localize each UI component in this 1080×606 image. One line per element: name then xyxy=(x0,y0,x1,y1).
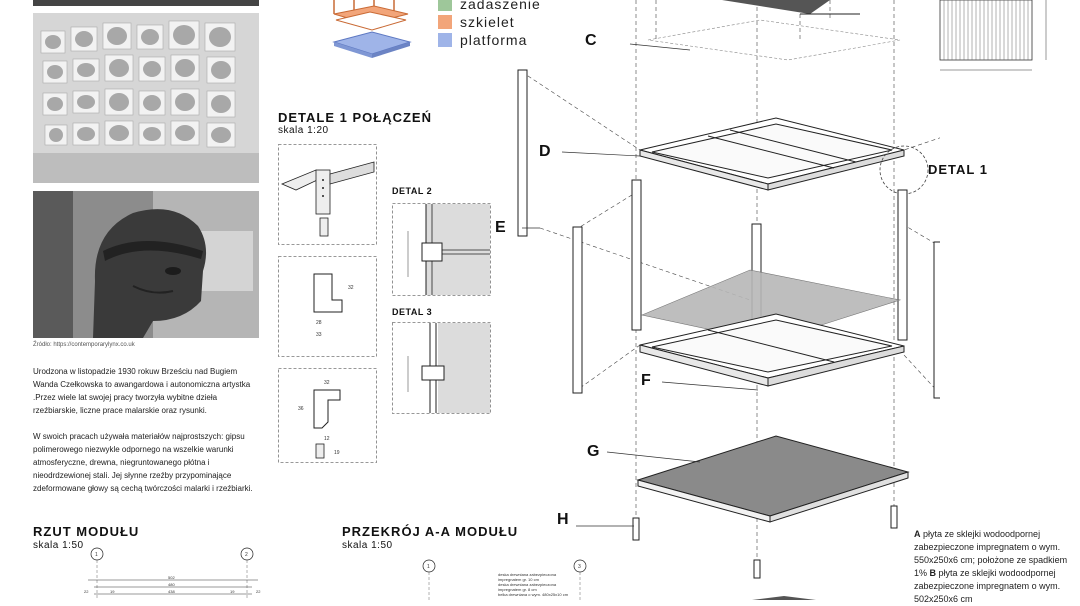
photo-caption: Źródło: https://contemporarylynx.co.uk xyxy=(33,342,135,348)
legend-layers-icon xyxy=(332,0,412,58)
detail-2-title: DETAL 2 xyxy=(392,186,433,196)
note-a-letter: A xyxy=(914,529,921,539)
label-c: C xyxy=(585,32,597,49)
details-title: DETALE 1 POŁĄCZEŃ xyxy=(278,110,432,125)
note-a-text: płyta ze sklejki wodoodpornej zabezpiecz… xyxy=(914,529,1068,578)
legend-swatch-platform xyxy=(438,33,452,47)
section-note-3: deska drewniana zabezpieczona xyxy=(498,582,557,587)
photo-top-strip xyxy=(33,0,259,6)
legend-item-roof: zadaszenie xyxy=(438,0,541,12)
section-drawing: 1 3 deska drewniana zabezpieczona impreg… xyxy=(422,559,587,600)
detail-3-drawing xyxy=(392,322,491,414)
section-note-2: impregnatem gr. 10 cm xyxy=(498,577,540,582)
section-note-4: impregnatem gr. 8 cm xyxy=(498,587,537,592)
legend-item-frame: szkielet xyxy=(438,14,515,30)
plan-dim-inner: 480 xyxy=(168,582,175,587)
legend-swatch-roof xyxy=(438,0,452,11)
plan-axis-2: 2 xyxy=(245,552,248,558)
photo-sculpture-head xyxy=(33,191,259,338)
detail1-dim-g: 19 xyxy=(334,450,340,456)
plan-title: RZUT MODUŁU xyxy=(33,524,140,539)
plan-drawing: 1 2 502 480 438 22 19 19 22 xyxy=(84,547,261,600)
detail-1-label: DETAL 1 xyxy=(928,162,988,177)
description-paragraph-1: Urodzona w listopadzie 1930 rokuw Brześc… xyxy=(33,367,251,415)
plan-scale: skala 1:50 xyxy=(33,540,84,551)
section-note-1: deska drewniana zabezpieczona xyxy=(498,572,557,577)
legend-label-roof: zadaszenie xyxy=(460,0,541,12)
section-note-5: belka drewniana o wym. 480x25x10 cm xyxy=(498,592,569,597)
legend-label-frame: szkielet xyxy=(460,14,515,30)
detail-2-drawing xyxy=(392,203,491,296)
detail1-dim-b: 28 xyxy=(316,320,322,326)
detail1-dim-f: 12 xyxy=(324,436,330,442)
detail1-dim-c: 33 xyxy=(316,332,322,338)
plan-axis-1: 1 xyxy=(95,552,98,558)
plan-dim-total: 502 xyxy=(168,575,175,580)
section-axis-1: 1 xyxy=(427,564,430,570)
label-h: H xyxy=(557,511,569,528)
plan-dim-left: 22 xyxy=(84,589,89,594)
photo-gallery-wall xyxy=(33,13,259,183)
elevation-drawing xyxy=(939,0,1047,71)
legend-label-platform: platforma xyxy=(460,32,528,48)
detail1-dim-d: 32 xyxy=(324,380,330,386)
label-d: D xyxy=(539,143,551,160)
plan-dim-left2: 19 xyxy=(110,589,115,594)
label-f: F xyxy=(641,372,651,389)
exploded-axonometric xyxy=(517,0,940,600)
detail1-dim-a: 32 xyxy=(348,285,354,291)
plan-dim-right2: 22 xyxy=(256,589,261,594)
legend-swatch-frame xyxy=(438,15,452,29)
materials-notes: A płyta ze sklejki wodoodpornej zabezpie… xyxy=(914,528,1074,606)
note-b-text: płyta ze sklejki wodoodpornej zabezpiecz… xyxy=(914,568,1061,604)
section-scale: skala 1:50 xyxy=(342,540,393,551)
section-axis-3: 3 xyxy=(578,564,581,570)
details-scale: skala 1:20 xyxy=(278,125,329,136)
detail-3-title: DETAL 3 xyxy=(392,307,433,317)
plan-dim-mid: 438 xyxy=(168,589,175,594)
detail1-dim-e: 36 xyxy=(298,406,304,412)
detail-1-drawings: 32 28 33 32 36 12 19 xyxy=(278,144,377,463)
description-paragraph-2: W swoich pracach używała materiałów najp… xyxy=(33,432,253,493)
legend-item-platform: platforma xyxy=(438,32,527,48)
label-e: E xyxy=(495,219,506,236)
note-b-letter: B xyxy=(929,568,937,578)
plan-dim-right: 19 xyxy=(230,589,235,594)
section-title: PRZEKRÓJ A-A MODUŁU xyxy=(342,524,519,539)
label-g: G xyxy=(587,443,600,460)
